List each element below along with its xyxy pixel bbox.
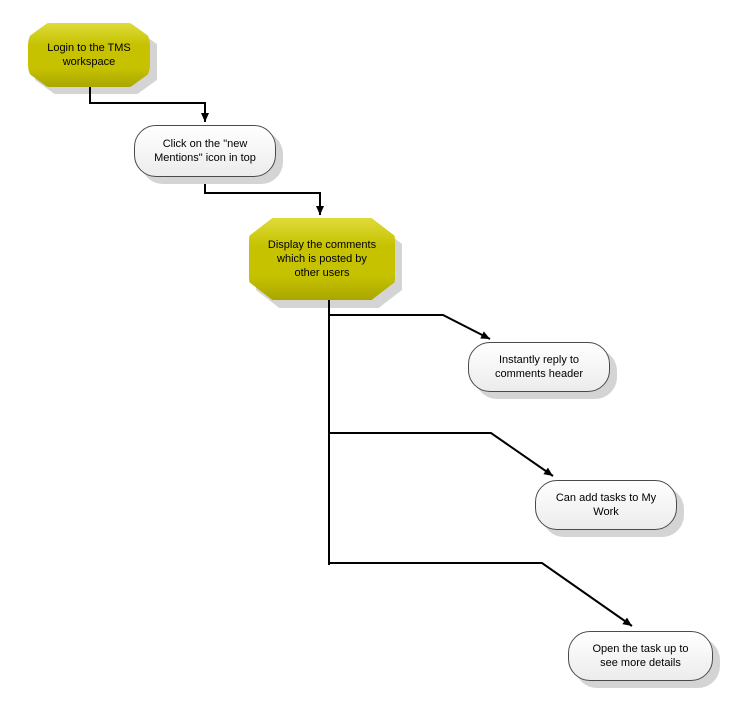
- edge-display-to-opentask: [329, 562, 633, 627]
- edge-display-to-addtasks: [329, 432, 554, 477]
- login-node: Login to the TMS workspace: [28, 23, 150, 87]
- display-node-label: Display the comments which is posted by …: [267, 239, 377, 279]
- addtasks-node-label: Can add tasks to My Work: [555, 492, 657, 518]
- login-node-label: Login to the TMS workspace: [47, 42, 131, 68]
- click-node-label: Click on the "new Mentions" icon in top: [154, 138, 256, 164]
- click-node: Click on the "new Mentions" icon in top: [134, 125, 276, 177]
- addtasks-node: Can add tasks to My Work: [535, 480, 677, 530]
- reply-node-label: Instantly reply to comments header: [494, 354, 584, 380]
- edge-login-to-click: [89, 86, 209, 122]
- edge-display-to-reply: [329, 314, 491, 340]
- opentask-node: Open the task up to see more details: [568, 631, 713, 681]
- display-node: Display the comments which is posted by …: [249, 218, 395, 300]
- opentask-node-label: Open the task up to see more details: [592, 643, 689, 669]
- reply-node: Instantly reply to comments header: [468, 342, 610, 392]
- edge-click-to-display: [204, 177, 324, 215]
